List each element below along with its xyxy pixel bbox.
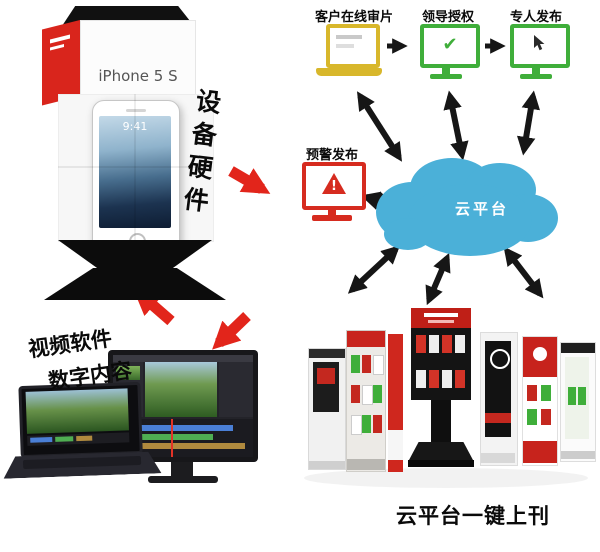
main-display-foot [409,442,473,460]
monitor-stand [171,462,193,476]
approve-check-icon: ✔ [442,34,458,55]
editing-workstation [0,340,270,500]
laptop-screen [18,381,143,459]
clock-face-icon [490,349,510,369]
product-thumb [527,409,537,425]
main-display-header [411,308,471,328]
customer-review-laptop-icon [316,24,382,78]
kiosk-logo-mark [50,34,70,44]
signage-poster-unit [346,330,386,472]
monitor-base [148,476,218,483]
laptop-timeline [27,432,130,446]
product-thumb [362,385,373,405]
alert-publish-label: 预警发布 [305,148,358,163]
video-wall-seam [134,94,136,240]
signage-clock-kiosk [480,332,518,466]
kiosk-pedestal-base [44,268,226,300]
cloud-platform-label: 云平台 [454,200,509,218]
timeline-clip [117,425,233,431]
cursor-icon [534,35,545,51]
product-thumb [541,385,551,401]
alert-monitor-stand [328,210,336,215]
product-thumb [362,355,371,373]
monitor-icon-screen: ✔ [420,24,480,68]
main-display-shelves [411,328,471,400]
product-thumb [416,335,426,353]
signage-main-display [408,308,474,472]
monitor-icon-screen [510,24,570,68]
monitor-icon-base [430,74,462,79]
product-thumb [578,387,586,405]
playhead [171,419,173,457]
monitor-icon-base [520,74,552,79]
iphone-screen: 9:41 [99,116,171,228]
clip-thumbnail [116,366,140,380]
editor-menubar [113,355,253,362]
signage-banner-stand [388,334,403,472]
product-thumb [351,415,362,435]
iphone-image: 9:41 [92,100,180,254]
warning-triangle-icon [322,173,346,194]
product-thumb [373,385,382,403]
product-thumb [527,385,537,401]
specialist-publish-monitor-icon [504,24,570,82]
iphone-clock-text: 9:41 [122,120,148,133]
laptop-video-preview [25,388,129,434]
product-thumb [568,387,576,405]
video-wall-seam [58,166,212,168]
timeline-clip [117,434,213,440]
editor-right-panel [219,362,253,417]
product-thumb [373,415,382,433]
kiosk-pedestal-neck [58,240,212,272]
leader-authorize-label: 领导授权 [421,10,474,25]
laptop-computer [0,381,161,482]
kiosk-front-face: iPhone 5 S [80,20,196,96]
cloud-sync-arrows [347,90,544,306]
product-thumb [373,355,384,375]
signage-totem-white [308,348,346,470]
iphone-kiosk: iPhone 5 S 9:41 [28,6,234,300]
main-display-column [431,400,451,442]
monitor-icon-stand [442,68,450,74]
alert-monitor-base [312,215,352,221]
product-thumb [541,409,551,425]
warning-exclamation: ! [331,179,337,194]
laptop-icon-screen [326,24,380,68]
product-thumb [351,385,360,403]
product-thumb [362,415,371,433]
bottom-caption: 云平台一键上刊 [396,504,550,528]
customer-review-label: 客户在线审片 [314,10,393,25]
clock-kiosk-screen [485,341,511,437]
kiosk-brand-text: iPhone 5 S [98,67,178,85]
signage-product-cluster [296,300,596,496]
cloud-shape [376,158,558,256]
totem-screen [313,362,339,412]
specialist-publish-label: 专人发布 [509,10,562,25]
signage-red-unit [522,336,558,466]
signage-cooler-unit [560,342,596,462]
monitor-icon-stand [532,68,540,74]
main-display-plate [408,460,474,467]
leader-authorize-monitor-icon: ✔ [414,24,480,82]
floor-shadow [304,468,588,488]
laptop-icon-base [316,68,382,76]
iphone-earpiece [126,109,146,112]
alert-monitor-icon: ! [298,162,366,228]
timeline-clip [117,443,245,449]
product-thumb [351,355,360,373]
laptop-keyboard [23,456,141,469]
alert-monitor-screen: ! [302,162,366,210]
kiosk-logo-mark [50,43,64,51]
video-preview [145,362,217,417]
cooler-window [565,357,589,439]
kiosk-red-side-panel [42,20,80,106]
